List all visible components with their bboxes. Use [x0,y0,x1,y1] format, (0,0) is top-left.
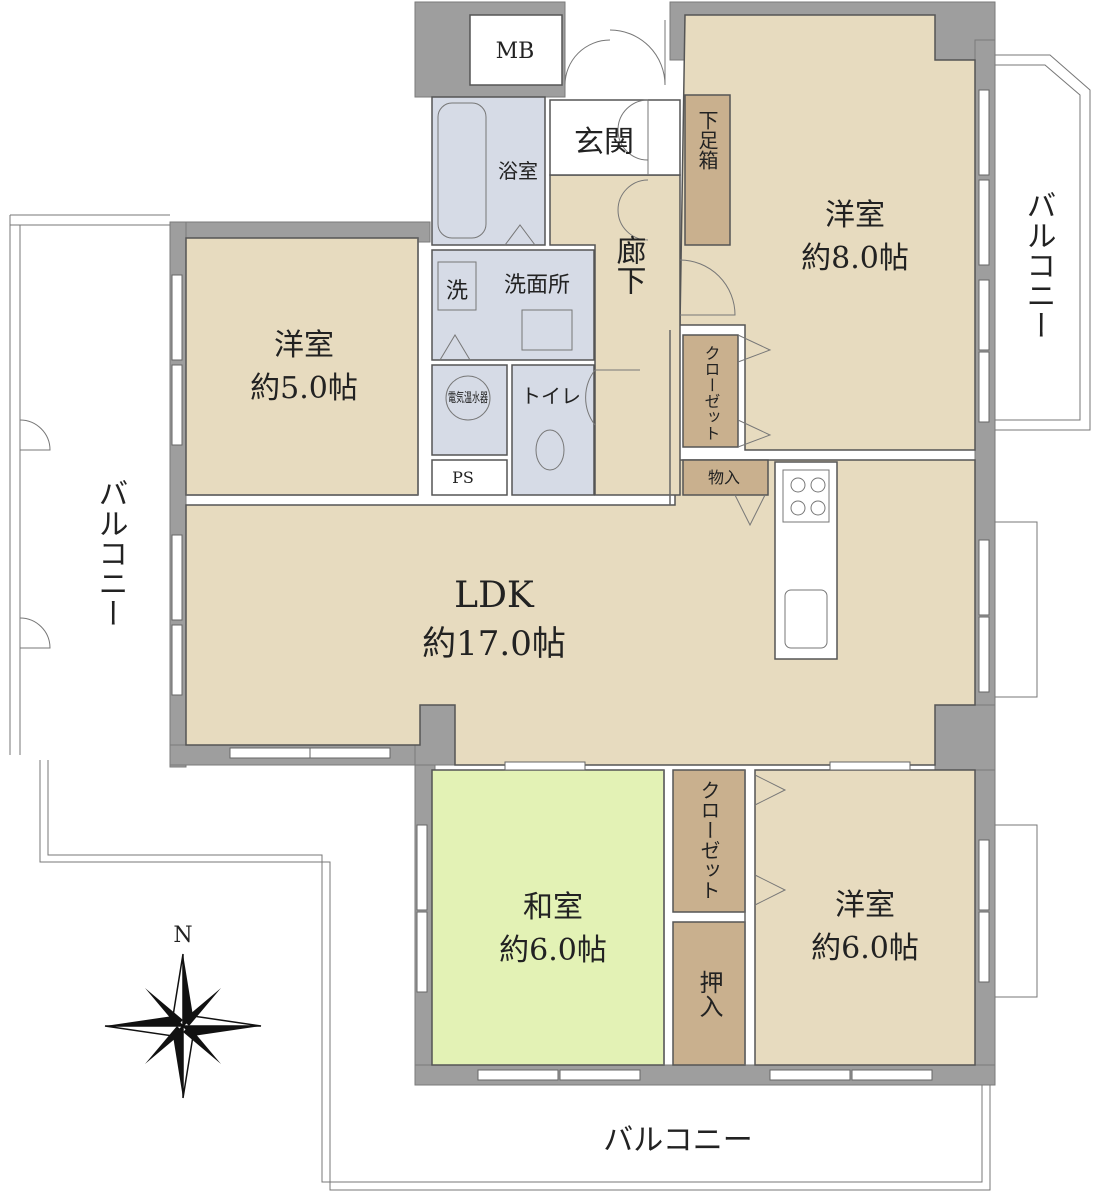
rooms [185,14,976,1066]
western-room-5-name: 洋室 [274,328,334,363]
japanese-room-size: 約6.0帖 [499,933,607,968]
toilet-label: トイレ [521,384,581,408]
western-room-8-size: 約8.0帖 [801,241,909,276]
western-room-8-area [679,14,976,451]
western-room-6-size: 約6.0帖 [811,931,919,966]
western-room-5-size: 約5.0帖 [250,371,358,406]
mb-area [469,14,563,86]
balcony-west-label: バルコニー [93,478,128,628]
water-heater-area [431,364,508,456]
ps-label: PS [452,468,474,487]
oshiire-area [672,921,746,1066]
wet-areas [431,96,595,496]
compass-north-label: N [173,923,192,948]
balcony-outlines [9,54,1091,1191]
balcony-east-label: バルコニー [1021,190,1056,340]
japanese-room-name: 和室 [523,890,583,925]
western-room-8-name: 洋室 [825,198,885,233]
storage [672,94,769,1066]
ldk-area [185,459,976,766]
shoe-box-label: 下足箱 [695,110,719,170]
western-room-5-area [185,237,419,496]
oshiire-label: 押入 [695,970,723,1018]
ldk-size: 約17.0帖 [422,624,566,664]
hallway-label: 廊下 [611,235,647,295]
room-labels: 洋室 約8.0帖 洋室 約5.0帖 LDK 約17.0帖 和室 約6.0帖 洋室… [250,198,919,968]
washer-label: 洗 [446,279,468,304]
utility-labels: MB 玄関 浴室 洗面所 洗 トイレ PS 物入 電気温水器 [445,39,740,487]
windows [171,89,990,1081]
interior-lines [186,238,746,1065]
closet-upper-label: クローゼット [702,345,721,441]
washroom-label: 洗面所 [504,273,570,298]
storage-label: 物入 [708,468,740,487]
shoe-box-area [684,94,731,246]
vertical-labels: 下足箱 廊下 クローゼット クローゼット 押入 バルコニー バルコニー [93,110,1056,1018]
ps-area [431,459,508,496]
closet-lower-area [672,769,746,913]
western-room-6-area [754,769,976,1066]
balcony-south-label: バルコニー [603,1123,752,1158]
western-room-6-name: 洋室 [835,888,895,923]
ldk-name: LDK [454,575,535,616]
compass-rose: N [104,923,262,1099]
bath-label: 浴室 [498,159,538,183]
mb-label: MB [496,39,535,64]
japanese-room-area [431,769,665,1066]
closet-upper-area [682,334,739,448]
closet-lower-label: クローゼット [697,780,721,900]
entrance-label: 玄関 [574,125,634,160]
kitchen-counter [774,461,838,660]
bath-area [431,96,546,246]
entrance-area [549,99,681,176]
washroom-area [431,249,595,361]
water-heater-label: 電気温水器 [448,390,488,406]
doors [439,20,787,906]
storage-area [682,459,769,496]
